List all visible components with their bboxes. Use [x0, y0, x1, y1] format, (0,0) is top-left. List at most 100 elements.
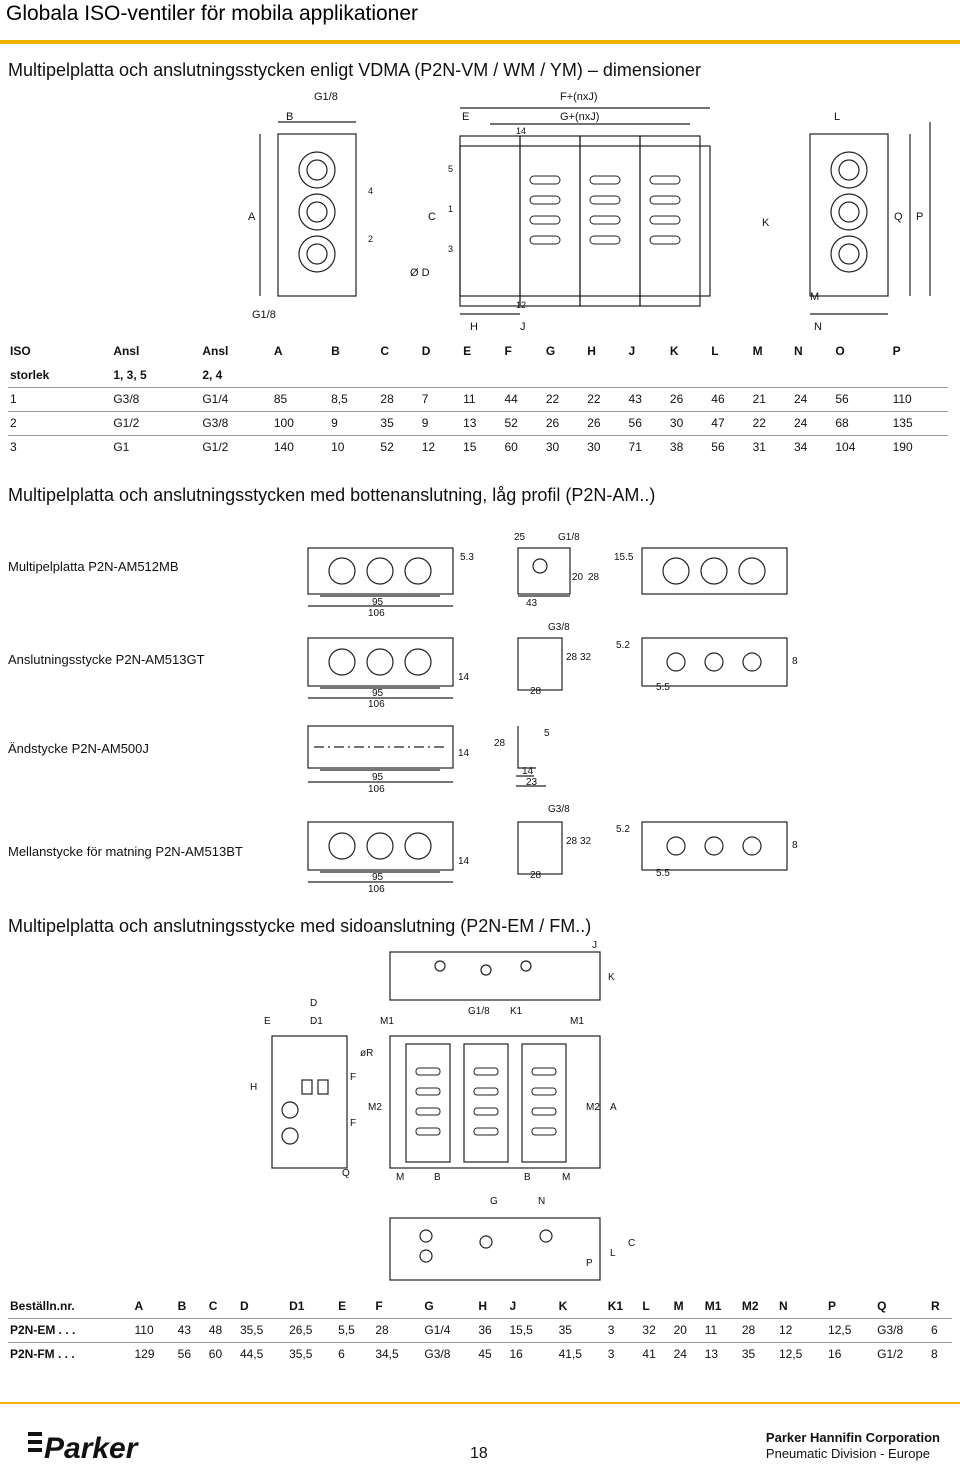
dim-label: F: [350, 1118, 356, 1129]
table-cell: 140: [271, 434, 330, 459]
dim-label: E: [462, 111, 469, 123]
table-cell: 3: [605, 1341, 641, 1366]
dim-label: B: [524, 1172, 531, 1183]
table-subheader: storlek: [10, 367, 50, 382]
dim-label: 5: [544, 728, 550, 739]
table-header: E: [463, 344, 472, 358]
table-cell: 9: [329, 410, 379, 435]
dim-label: 5.2: [616, 640, 630, 651]
table-cell: 35: [556, 1317, 606, 1342]
dim-label: P: [586, 1258, 593, 1269]
dim-label: J: [520, 321, 526, 333]
parker-logo: Parker: [28, 1426, 140, 1466]
dim-label: G3/8: [548, 622, 570, 633]
dim-label: 106: [368, 884, 385, 895]
dim-label: K: [608, 972, 615, 983]
dim-label: K: [762, 217, 770, 229]
table-header: P: [892, 344, 901, 358]
table-header: K: [669, 344, 679, 358]
dim-label: B: [434, 1172, 441, 1183]
dim-label: 8: [792, 840, 798, 851]
table-header: F: [375, 1298, 383, 1313]
table-cell: 100: [271, 410, 330, 435]
dim-label: 14: [458, 856, 470, 867]
dim-label: F: [350, 1072, 356, 1083]
table-cell: 41: [640, 1341, 672, 1366]
dim-label: M: [562, 1172, 570, 1183]
table-header: N: [793, 344, 803, 358]
dim-label: 20: [572, 572, 584, 583]
table-cell: 8: [929, 1341, 952, 1366]
table-cell: G1: [111, 434, 201, 459]
table-header: D: [421, 344, 431, 358]
table-cell: G3/8: [111, 386, 201, 411]
dim-label: M2: [368, 1102, 382, 1113]
dim-label: D: [310, 998, 317, 1009]
dim-label: K1: [510, 1006, 523, 1017]
dim-label: 32: [580, 652, 592, 663]
table-cell: 2: [8, 410, 112, 435]
port-label: 14: [516, 126, 526, 136]
table-header: E: [338, 1298, 347, 1313]
dim-label: 28: [588, 572, 600, 583]
dim-label: G1/8: [468, 1006, 490, 1017]
dim-label: A: [248, 211, 256, 223]
table-cell: 12,5: [776, 1341, 827, 1366]
table-cell: 30: [543, 434, 586, 459]
company-name: Parker Hannifin Corporation: [765, 1430, 940, 1445]
table-cell: 43: [175, 1317, 207, 1342]
dim-label: 14: [522, 766, 534, 777]
table-cell: 56: [833, 386, 891, 411]
dim-label: 5.5: [656, 868, 670, 879]
table-cell: 12,5: [826, 1317, 876, 1342]
dim-label: M1: [570, 1016, 584, 1027]
dim-label: 106: [368, 784, 385, 795]
table-cell: G1/2: [875, 1341, 930, 1366]
table-cell: 13: [461, 410, 503, 435]
page-title: Globala ISO-ventiler för mobila applikat…: [6, 2, 419, 25]
dim-label: 28: [566, 836, 578, 847]
dim-label: H: [250, 1082, 257, 1093]
page-number: 18: [470, 1445, 488, 1462]
table-cell: 22: [585, 386, 627, 411]
table-header: K: [558, 1298, 568, 1313]
part-label-middle: Mellanstycke för matning P2N-AM513BT: [8, 844, 243, 859]
dim-label: M: [810, 291, 819, 303]
table-header: J: [509, 1298, 517, 1313]
vdma-dimension-table: ISO Ansl Ansl A B C D E F G H J K L M N …: [8, 339, 948, 459]
table-cell: 5,5: [336, 1317, 374, 1342]
table-cell: 43: [626, 386, 668, 411]
table-cell: 16: [826, 1341, 876, 1366]
table-cell: 3: [8, 434, 112, 459]
table-cell: 9: [419, 410, 462, 435]
table-header: H: [587, 344, 596, 358]
dim-label: Ø D: [410, 267, 430, 279]
company-info: Parker Hannifin Corporation Pneumatic Di…: [766, 1430, 940, 1462]
dim-label: øR: [360, 1048, 373, 1059]
section-heading-side: Multipelplatta och anslutningsstycke med…: [8, 916, 592, 936]
table-cell: 56: [626, 410, 668, 435]
dim-label: 14: [458, 672, 470, 683]
dim-label: G+(nxJ): [560, 111, 599, 123]
dim-label: Q: [894, 211, 903, 223]
table-cell: G3/8: [875, 1317, 930, 1342]
table-cell: 60: [206, 1341, 238, 1366]
table-header: M1: [704, 1298, 722, 1313]
table-cell: 10: [329, 434, 379, 459]
table-cell: 26: [543, 410, 586, 435]
table-cell: 46: [709, 386, 751, 411]
table-cell: 6: [336, 1341, 374, 1366]
table-cell: 52: [378, 434, 420, 459]
dim-label: 43: [526, 598, 538, 609]
dim-label: 25: [514, 532, 526, 543]
table-header: P: [828, 1298, 837, 1313]
table-header: M: [673, 1298, 684, 1313]
table-header: Ansl: [202, 344, 229, 358]
port-label: 2: [368, 234, 373, 244]
table-header: H: [478, 1298, 487, 1313]
dim-label: 95: [372, 688, 384, 699]
table-cell: 41,5: [556, 1341, 606, 1366]
